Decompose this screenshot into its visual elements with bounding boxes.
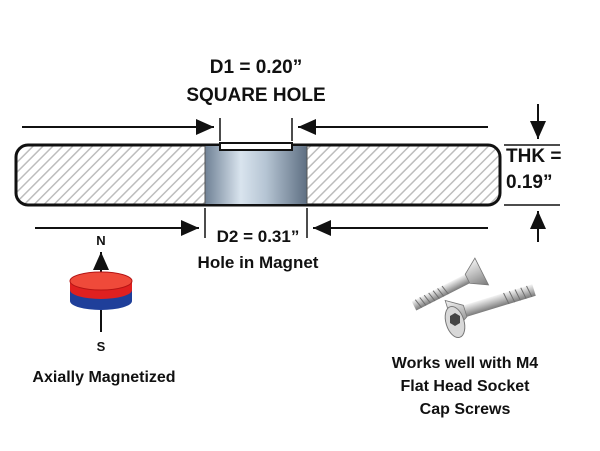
d1-label: D1 = 0.20” SQUARE HOLE [180,57,332,107]
d1-value: D1 = 0.20” [209,57,303,78]
square-hole [205,146,307,204]
magnet-cross-section [14,142,502,207]
magnet-top-face [69,271,133,291]
magnet-north-label: N [96,233,106,248]
screws-caption: Works well with M4 Flat Head Socket Cap … [380,352,550,421]
thk-name: THK = [506,146,562,167]
screws-line-2: Flat Head Socket [400,378,530,395]
d2-desc: Hole in Magnet [197,253,319,272]
thk-value: 0.19” [506,172,553,193]
thk-dimension [504,104,560,242]
thk-label: THK = 0.19” [506,146,570,194]
d1-dimension [22,118,488,141]
d1-desc: SQUARE HOLE [186,85,326,106]
magnet-caption: Axially Magnetized [32,369,176,386]
magnet-south-label: S [96,339,106,354]
d2-dimension [35,208,488,238]
screws-line-1: Works well with M4 [391,355,539,372]
d2-label: D2 = 0.31” Hole in Magnet [176,226,340,273]
square-hole-top [219,142,293,151]
d2-value: D2 = 0.31” [216,227,300,246]
axial-magnet-icon [69,252,133,332]
m4-screws-illustration [411,257,536,339]
screws-line-3: Cap Screws [419,401,511,418]
